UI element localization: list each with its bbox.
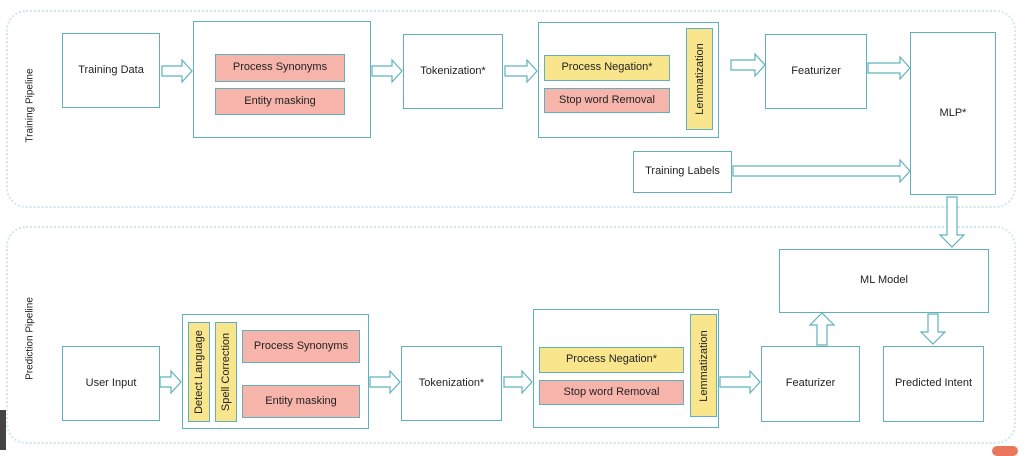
entity-masking-box: Entity masking	[215, 88, 345, 115]
lemmatization-box: Lemmatization	[690, 314, 717, 417]
lemmatization-box: Lemmatization	[686, 28, 713, 130]
process-synonyms-box: Process Synonyms	[242, 330, 360, 363]
arrow-user-input-to-preprocess	[159, 369, 182, 395]
detect-language-box: Detect Language	[188, 322, 210, 422]
training-labels-box: Training Labels	[633, 151, 732, 193]
arrow-featurizer-to-mlp	[867, 55, 911, 81]
arrow-tokenization-to-negation-pred	[503, 369, 533, 395]
arrow-mlp-to-ml-model	[938, 196, 966, 248]
arrow-tokenization-to-negation	[504, 58, 538, 84]
arrow-negation-to-featurizer-pred	[719, 369, 761, 395]
arrow-training-labels-to-mlp	[732, 158, 911, 184]
process-negation-box: Process Negation*	[539, 347, 684, 373]
mlp-box: MLP*	[910, 32, 996, 195]
prediction-pipeline-group	[6, 226, 1016, 444]
process-synonyms-box: Process Synonyms	[215, 54, 345, 82]
featurizer-box: Featurizer	[761, 346, 860, 422]
training-data-box: Training Data	[62, 33, 160, 108]
arrow-synonyms-to-tokenization	[371, 58, 403, 84]
user-input-box: User Input	[62, 346, 160, 421]
corner-badge	[992, 446, 1018, 456]
tokenization-box: Tokenization*	[403, 34, 503, 109]
tokenization-box: Tokenization*	[401, 346, 502, 421]
training-pipeline-group	[6, 10, 1016, 208]
window-edge	[0, 410, 6, 450]
featurizer-box: Featurizer	[765, 34, 867, 109]
arrow-featurizer-to-ml-model	[808, 312, 836, 346]
arrow-preprocess-to-tokenization	[369, 369, 401, 395]
process-negation-box: Process Negation*	[544, 55, 670, 81]
predicted-intent-box: Predicted Intent	[883, 346, 984, 422]
arrow-negation-to-featurizer	[730, 52, 766, 78]
stop-word-removal-box: Stop word Removal	[544, 88, 670, 113]
arrow-ml-model-to-predicted-intent	[919, 313, 947, 345]
arrow-training-data-to-synonyms	[161, 58, 193, 84]
ml-model-box: ML Model	[779, 249, 989, 313]
stop-word-removal-box: Stop word Removal	[539, 380, 684, 405]
spell-correction-box: Spell Correction	[215, 322, 237, 422]
entity-masking-box: Entity masking	[242, 385, 360, 418]
